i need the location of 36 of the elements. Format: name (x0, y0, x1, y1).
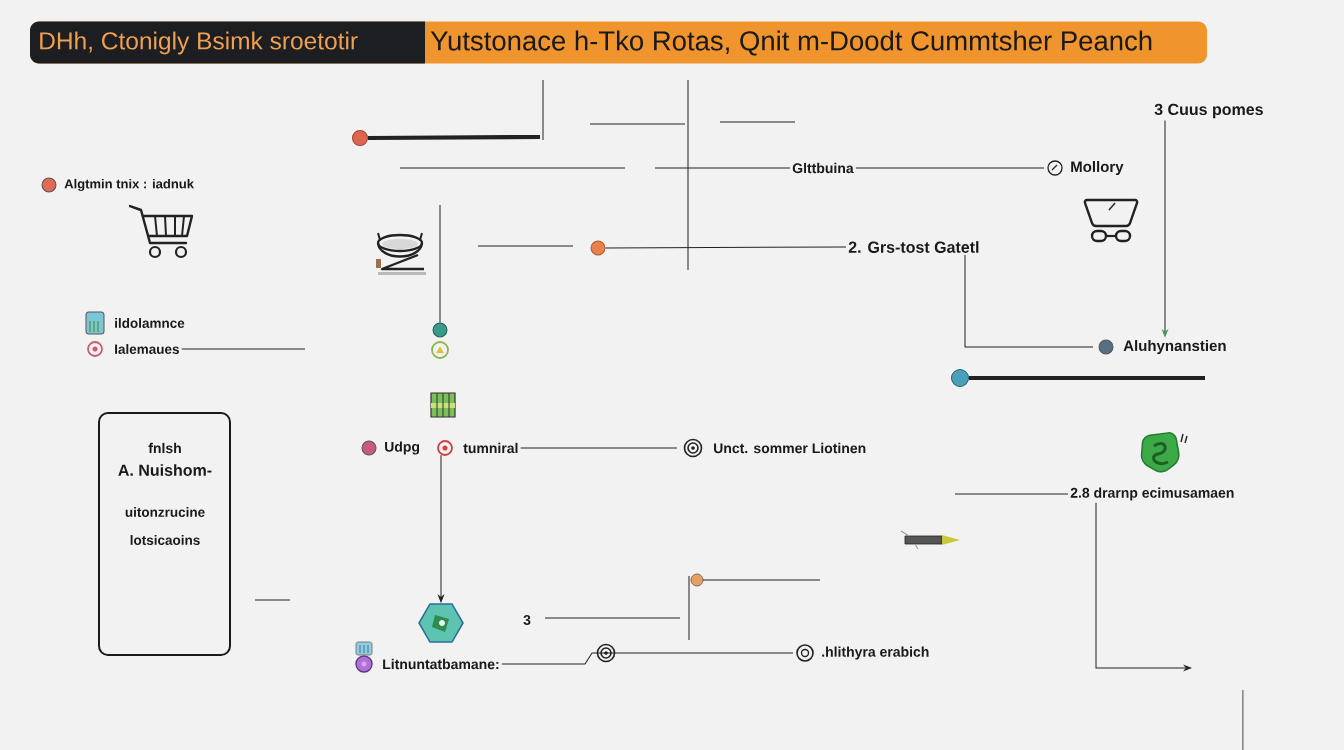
connector-line (439, 204, 441, 323)
text-label: Ialemaues (115, 344, 179, 354)
text-label: 2. Grs-tost Gatetl (848, 241, 979, 253)
connector-line (181, 348, 306, 350)
rounded-box: fnlsh A. Nuishom- uitonzrucine lotsicaoins (98, 412, 231, 656)
connector-line (954, 493, 1069, 495)
text-label: tumniral (463, 442, 518, 454)
text-label: Algtmin tnix : iadnuk (64, 178, 194, 192)
dot (951, 369, 969, 387)
connector-line (654, 167, 791, 169)
dot (590, 240, 606, 256)
connector-line (520, 447, 678, 449)
text-label: Mollory (1071, 161, 1124, 175)
title-band: DHh, Ctonigly Bsimk sroetotir Yutstonace h-Tko Rotas, Qnit m-Doodt Cummtsher Peanch (30, 21, 1207, 64)
connector-line (501, 652, 794, 665)
hexagon (418, 603, 464, 643)
connector-line (855, 167, 1045, 169)
text-label: Udpg (385, 441, 420, 455)
text-label: Unct. sommer Liotinen (714, 442, 866, 454)
text-label: Litnuntatbamane: (383, 658, 499, 670)
text-label: 3 Cuus pomes (1154, 103, 1263, 119)
arrow (438, 454, 444, 603)
arrow (1095, 502, 1192, 671)
text-label: ildolamnce (115, 318, 185, 328)
text-label: .hlithyra erabich (822, 646, 929, 660)
dot (432, 322, 448, 338)
text-label: Glttbuina (792, 162, 854, 174)
connector-line (368, 134, 541, 141)
text-label: Aluhynanstien (1123, 340, 1226, 354)
connector-line (969, 375, 1205, 381)
dot (352, 130, 368, 146)
connector-line (605, 246, 847, 249)
arrow (1162, 119, 1168, 337)
connector-line (964, 254, 1094, 348)
text-label: 2.8 drarnp ecimusamaen (1070, 487, 1234, 501)
callout-number: 3 (523, 615, 531, 625)
